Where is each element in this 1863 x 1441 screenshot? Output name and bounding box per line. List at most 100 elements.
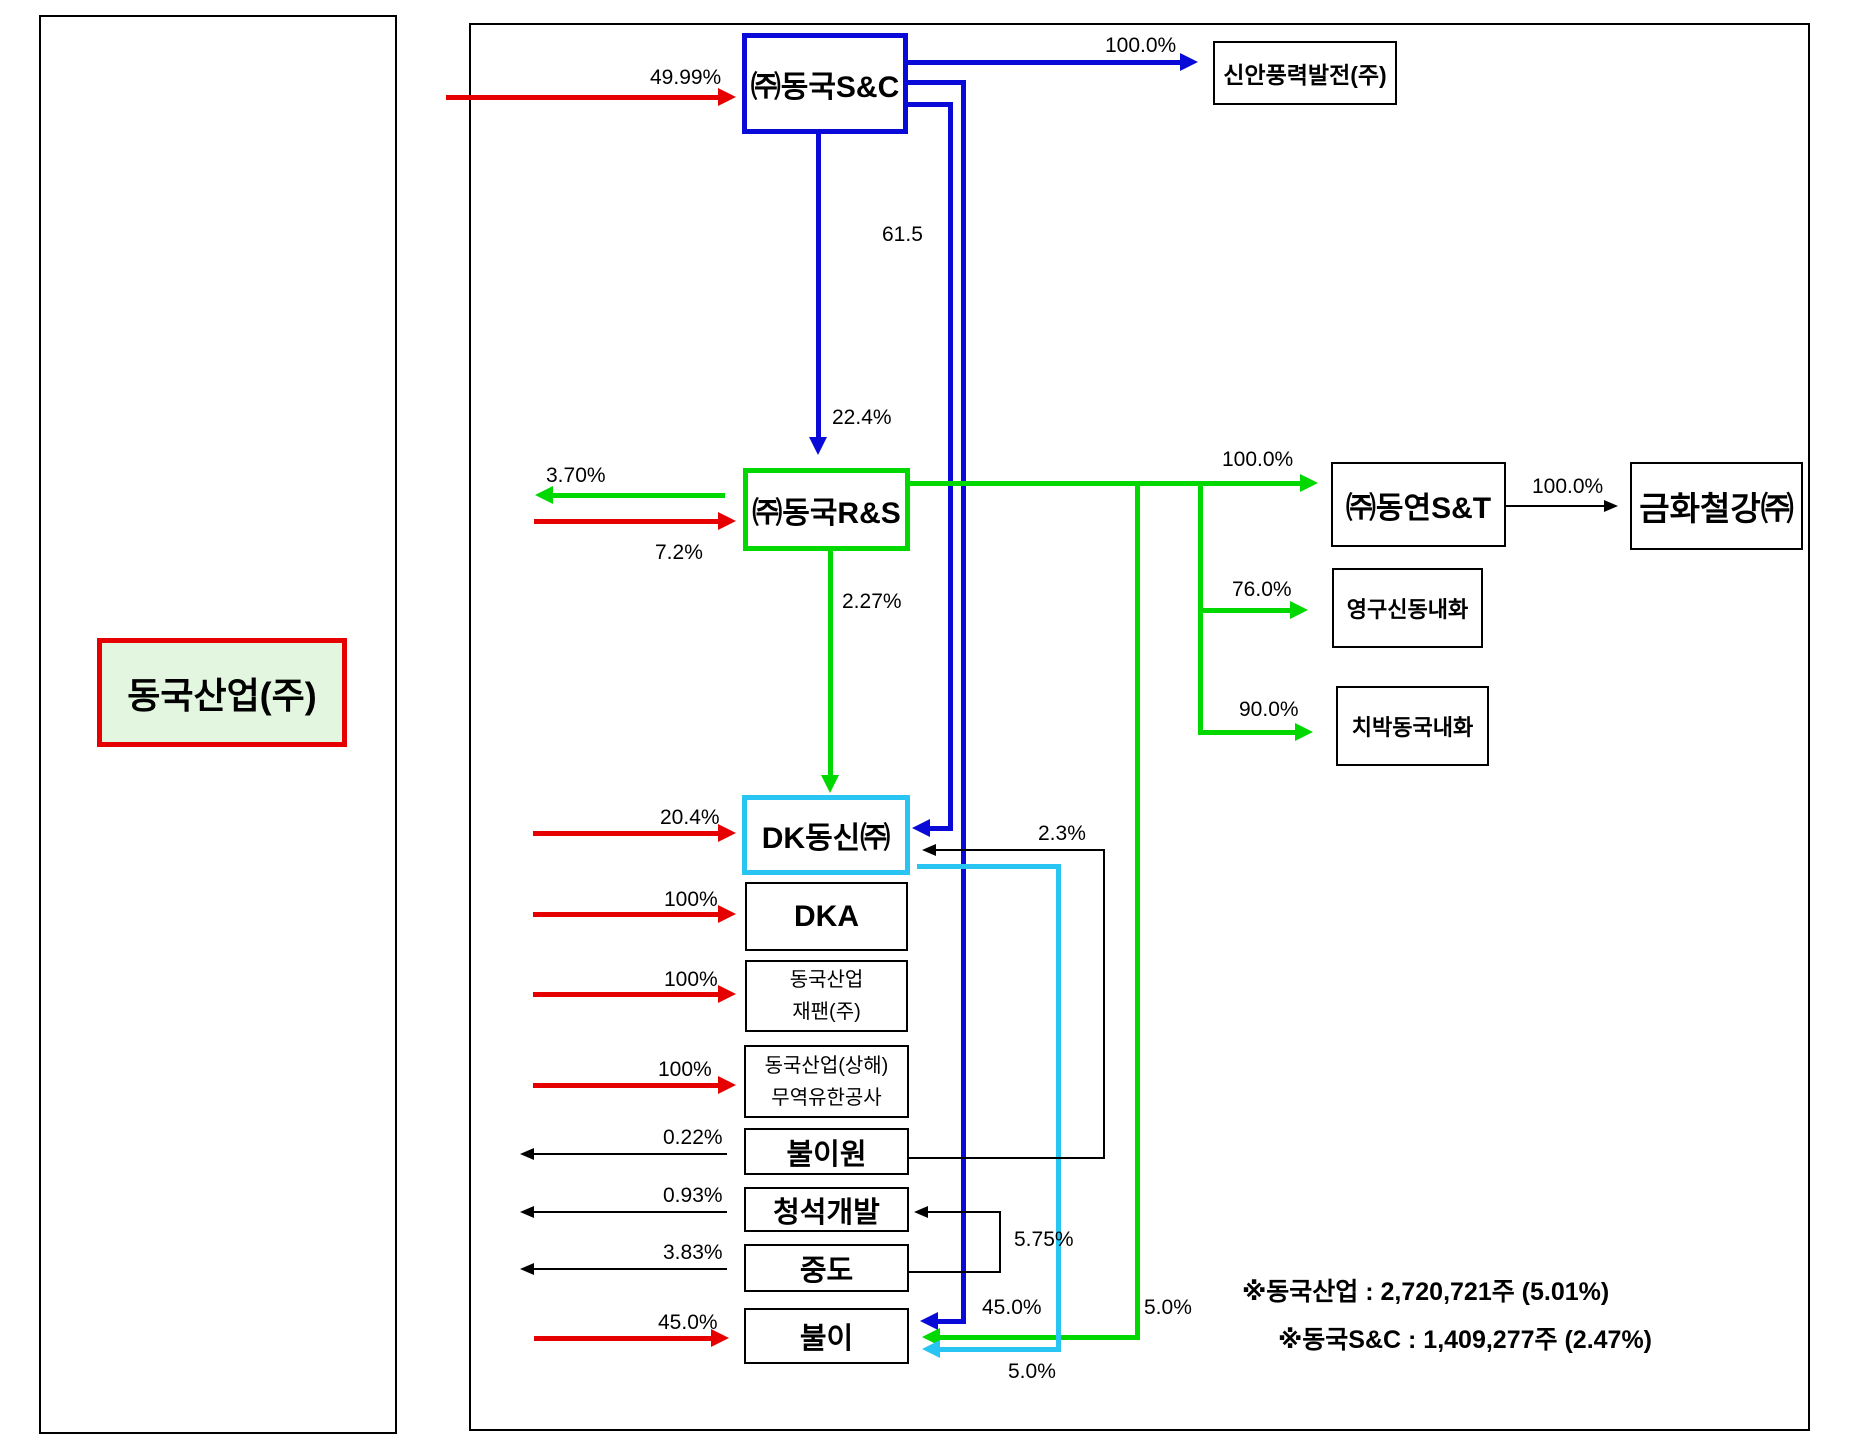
pct-label-sc: 49.99% bbox=[650, 66, 722, 89]
node-yeonggu: 영구신동내화 bbox=[1332, 568, 1483, 648]
node-label: DKA bbox=[794, 899, 859, 933]
arrow-parent-to-sc bbox=[446, 95, 718, 100]
pct-label-rs-out: 3.70% bbox=[546, 464, 606, 487]
line-jungdo-to-cheongseok-seg3 bbox=[928, 1211, 1001, 1213]
arrow-parent-to-rs bbox=[534, 519, 718, 524]
pct-label-rs-dk: 2.27% bbox=[842, 590, 902, 613]
arrowhead-left-icon bbox=[914, 1206, 928, 1218]
pct-label-shanghai: 100% bbox=[658, 1058, 712, 1081]
line-rs-to-dongyeon bbox=[910, 481, 1300, 486]
arrowhead-left-icon bbox=[920, 1312, 938, 1330]
node-shinan-wind: 신안풍력발전(주) bbox=[1213, 41, 1397, 105]
arrowhead-down-icon bbox=[809, 437, 827, 455]
arrow-parent-to-dk bbox=[533, 831, 718, 836]
pct-label-dongyeon: 100.0% bbox=[1222, 448, 1294, 471]
arrowhead-left-icon bbox=[520, 1263, 534, 1275]
pct-label-rs-in: 7.2% bbox=[655, 541, 703, 564]
node-label: 불이 bbox=[799, 1323, 854, 1355]
node-buli: 불이 bbox=[744, 1308, 909, 1364]
node-label: 신안풍력발전(주) bbox=[1223, 62, 1387, 88]
arrowhead-right-icon bbox=[718, 1076, 736, 1094]
arrowhead-left-icon bbox=[922, 844, 936, 856]
arrowhead-right-icon bbox=[1300, 474, 1318, 492]
line-sc-to-dk-seg1 bbox=[908, 102, 953, 107]
node-cheongseok: 청석개발 bbox=[744, 1187, 909, 1232]
arrowhead-down-icon bbox=[821, 775, 839, 793]
arrowhead-right-icon bbox=[718, 985, 736, 1003]
node-label: 금화철강㈜ bbox=[1639, 490, 1794, 527]
arrow-buliwon-out bbox=[534, 1153, 727, 1155]
line-dk-to-buli-seg1 bbox=[917, 864, 1061, 869]
pct-label-buli-left: 45.0% bbox=[658, 1311, 718, 1334]
pct-label-dk: 20.4% bbox=[660, 806, 720, 829]
arrow-cheongseok-out bbox=[534, 1211, 727, 1213]
node-label-line2: 재팬(주) bbox=[792, 1001, 861, 1023]
arrowhead-left-icon bbox=[535, 486, 553, 504]
node-dk-dongshin: DK동신㈜ bbox=[742, 795, 910, 875]
node-dongkuk-sanup: 동국산업(주) bbox=[97, 638, 347, 747]
node-jungdo: 중도 bbox=[744, 1244, 909, 1292]
node-label: ㈜동국R&S bbox=[752, 496, 901, 530]
node-dongkuk-shanghai: 동국산업(상해) 무역유한공사 bbox=[744, 1045, 909, 1118]
line-rs-branch2 bbox=[1198, 481, 1203, 735]
line-sc-to-rs bbox=[816, 134, 821, 437]
node-label: 중도 bbox=[799, 1255, 854, 1287]
node-label-line1: 동국산업 bbox=[789, 969, 864, 991]
arrowhead-right-icon bbox=[1180, 53, 1198, 71]
node-dongkuk-rns: ㈜동국R&S bbox=[743, 468, 910, 551]
pct-label-yeonggu: 76.0% bbox=[1232, 578, 1292, 601]
pct-label-buliwon-out: 0.22% bbox=[663, 1126, 723, 1149]
arrow-parent-to-buli bbox=[534, 1336, 711, 1341]
line-dk-to-buli-seg2 bbox=[1056, 864, 1061, 1352]
node-label: DK동신㈜ bbox=[761, 822, 891, 855]
arrow-parent-to-dka bbox=[533, 912, 718, 917]
arrowhead-right-icon bbox=[1290, 601, 1308, 619]
arrow-parent-to-japan bbox=[533, 992, 718, 997]
pct-label-dka: 100% bbox=[664, 888, 718, 911]
line-sc-to-dk-seg3 bbox=[930, 826, 953, 831]
pct-label-sc-rs: 22.4% bbox=[832, 406, 892, 429]
line-jungdo-to-cheongseok-seg2 bbox=[999, 1212, 1001, 1273]
node-label-line1: 동국산업(상해) bbox=[764, 1054, 889, 1077]
pct-label-shinan: 100.0% bbox=[1105, 34, 1177, 57]
arrowhead-right-icon bbox=[718, 512, 736, 530]
pct-label-cheongseok-out: 0.93% bbox=[663, 1184, 723, 1207]
pct-label-chibak: 90.0% bbox=[1239, 698, 1299, 721]
line-rs-to-yeonggu bbox=[1203, 608, 1290, 613]
line-rs-to-buli-seg2 bbox=[940, 1335, 1140, 1340]
node-dongkuk-snc: ㈜동국S&C bbox=[742, 33, 908, 134]
line-sc-to-buli-seg1 bbox=[908, 80, 966, 85]
arrowhead-right-icon bbox=[1295, 723, 1313, 741]
pct-label-jungdo-cheongseok: 5.75% bbox=[1014, 1228, 1074, 1251]
node-chibak: 치박동국내화 bbox=[1336, 686, 1489, 766]
pct-label-sc-dk: 61.5 bbox=[882, 223, 923, 246]
arrow-parent-to-shanghai bbox=[533, 1083, 718, 1088]
node-label: 치박동국내화 bbox=[1351, 715, 1474, 740]
line-rs-out bbox=[553, 493, 725, 498]
line-dk-to-buli-seg3 bbox=[940, 1347, 1061, 1352]
line-dongyeon-to-geumhwa bbox=[1506, 505, 1604, 507]
pct-label-jungdo-out: 3.83% bbox=[663, 1241, 723, 1264]
note-dongkuk-sanup-shares: ※동국산업 : 2,720,721주 (5.01%) bbox=[1242, 1278, 1610, 1306]
line-buliwon-to-dk-seg1 bbox=[909, 1157, 1105, 1159]
node-label: ㈜동국S&C bbox=[750, 70, 900, 104]
line-sc-to-buli-seg2 bbox=[961, 80, 966, 1324]
arrowhead-right-icon bbox=[718, 824, 736, 842]
pct-label-geumhwa: 100.0% bbox=[1532, 475, 1604, 498]
line-buliwon-to-dk-seg2 bbox=[1103, 849, 1105, 1159]
node-label: 청석개발 bbox=[773, 1196, 880, 1229]
node-geumhwa: 금화철강㈜ bbox=[1630, 462, 1803, 550]
line-buliwon-to-dk-seg3 bbox=[936, 849, 1105, 851]
pct-label-buliwon-dk: 2.3% bbox=[1038, 822, 1086, 845]
pct-label-buli-cyan: 5.0% bbox=[1008, 1360, 1056, 1383]
node-dongyeon-snt: ㈜동연S&T bbox=[1331, 462, 1506, 547]
node-label: 영구신동내화 bbox=[1346, 597, 1469, 622]
line-sc-to-buli-seg3 bbox=[938, 1319, 966, 1324]
pct-label-buli-blue: 45.0% bbox=[982, 1296, 1042, 1319]
arrowhead-left-icon bbox=[520, 1148, 534, 1160]
arrowhead-left-icon bbox=[922, 1340, 940, 1358]
line-sc-to-shinan bbox=[908, 60, 1180, 65]
node-label-line2: 무역유한공사 bbox=[771, 1086, 882, 1109]
pct-label-japan: 100% bbox=[664, 968, 718, 991]
